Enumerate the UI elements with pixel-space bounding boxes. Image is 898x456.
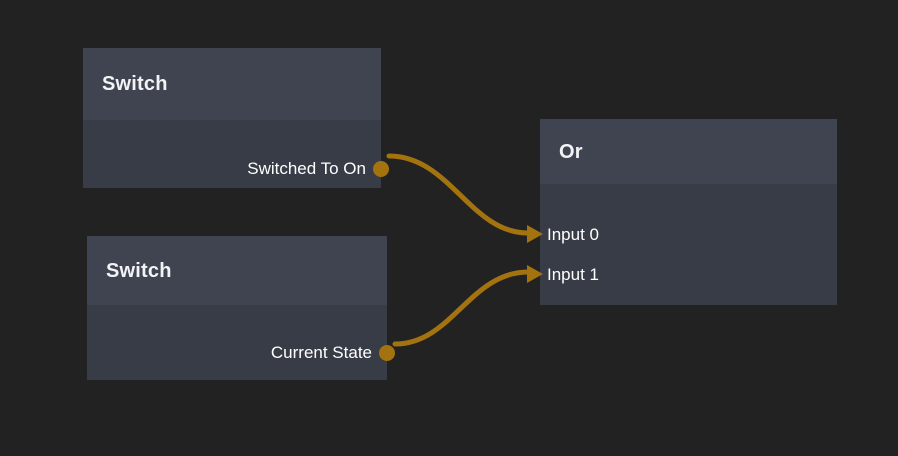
graph-node-or-1[interactable]: Or Input 0 Input 1 xyxy=(527,119,837,305)
output-pin-dot-icon[interactable] xyxy=(379,344,395,361)
node-body: Current State xyxy=(87,305,395,380)
node-title: Or xyxy=(559,140,583,163)
node-body: Input 0 Input 1 xyxy=(527,184,837,305)
input-pin-arrow-icon[interactable] xyxy=(527,225,543,243)
output-pin-dot-icon[interactable] xyxy=(373,160,389,177)
node-header[interactable]: Switch xyxy=(87,236,387,305)
node-title: Switch xyxy=(106,259,172,282)
connection-wire[interactable] xyxy=(392,269,531,347)
output-pin-label: Current State xyxy=(270,343,372,362)
input-pin-input-0[interactable]: Input 0 xyxy=(527,224,599,244)
output-pin-label: Switched To On xyxy=(247,159,366,178)
output-pin-switched-to-on[interactable]: Switched To On xyxy=(247,159,389,178)
input-pin-arrow-icon[interactable] xyxy=(527,265,543,283)
graph-node-switch-2[interactable]: Switch Current State xyxy=(87,236,395,380)
graph-node-switch-1[interactable]: Switch Switched To On xyxy=(83,48,389,188)
input-pin-input-1[interactable]: Input 1 xyxy=(527,264,599,284)
node-header[interactable]: Switch xyxy=(83,48,381,120)
input-pin-label: Input 1 xyxy=(547,264,599,284)
node-header[interactable]: Or xyxy=(540,119,837,184)
input-pin-label: Input 0 xyxy=(547,224,599,244)
connection-wire[interactable] xyxy=(386,153,531,236)
node-body: Switched To On xyxy=(83,120,389,188)
output-pin-current-state[interactable]: Current State xyxy=(270,343,395,362)
node-title: Switch xyxy=(102,73,168,95)
